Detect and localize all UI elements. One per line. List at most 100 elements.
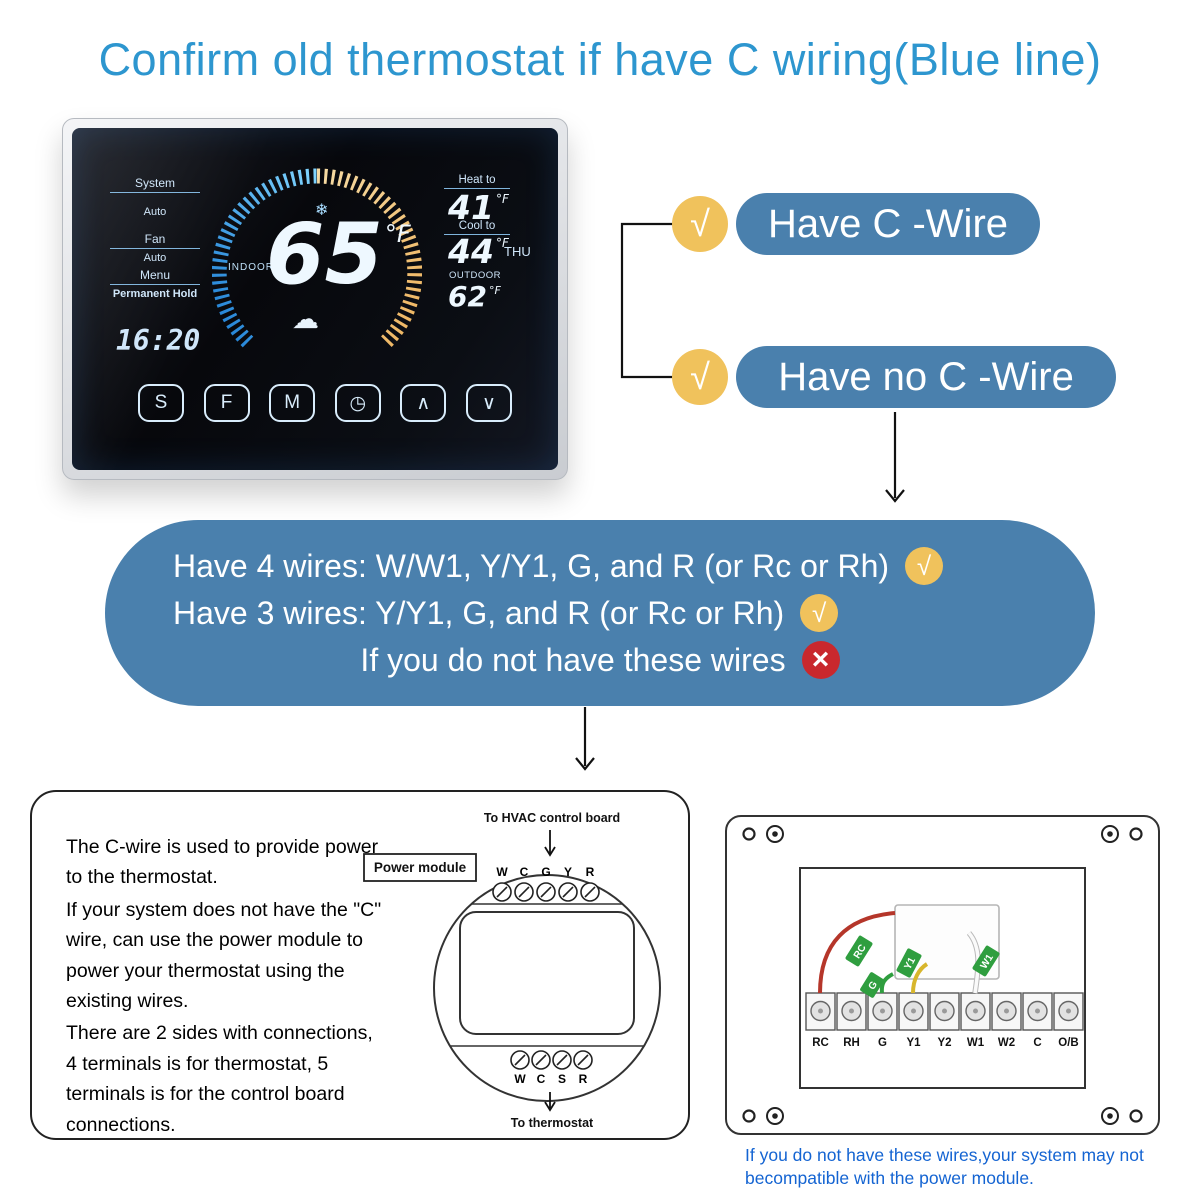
green-wire bbox=[879, 971, 894, 993]
board-label-w2: W2 bbox=[997, 1037, 1014, 1049]
terminal-label-y: Y bbox=[564, 865, 572, 879]
board-label-rc: RC bbox=[812, 1037, 829, 1049]
board-label-ob: O/B bbox=[1058, 1037, 1078, 1049]
cwire-paragraph-1: The C-wire is used to provide power to t… bbox=[66, 836, 379, 889]
compatibility-caption: If you do not have these wires,your syst… bbox=[745, 1145, 1144, 1189]
wires-row-4: Have 4 wires: W/W1, Y/Y1, G, and R (or R… bbox=[105, 547, 1095, 585]
arrow-down-icon bbox=[575, 707, 595, 771]
arrow-down-icon bbox=[544, 1092, 556, 1112]
chevron-down-icon: ∨ bbox=[465, 384, 512, 422]
menu-fan-label: Fan bbox=[110, 232, 200, 249]
terminal-label-s2: S bbox=[558, 1072, 566, 1086]
board-terminal-blocks bbox=[804, 991, 1084, 1031]
to-thermostat-label: To thermostat bbox=[511, 1116, 594, 1130]
wire-tag-y1: Y1 bbox=[896, 947, 921, 978]
main-temperature-value: 65 bbox=[266, 205, 383, 303]
check-icon: √ bbox=[905, 547, 944, 585]
menu-system-value: Auto bbox=[143, 206, 167, 218]
wire-tag-g: G bbox=[859, 971, 884, 998]
wires-decision-box: Have 4 wires: W/W1, Y/Y1, G, and R (or R… bbox=[105, 520, 1095, 706]
hvac-terminal-labels: W C G Y R bbox=[496, 865, 594, 879]
wires-row-3-text: Have 3 wires: Y/Y1, G, and R (or Rc or R… bbox=[173, 594, 785, 631]
terminal-label-g: G bbox=[541, 865, 550, 879]
module-inner-rect bbox=[459, 911, 635, 1035]
outdoor-temperature-value: 62 bbox=[448, 280, 487, 313]
menu-hold-label: Permanent Hold bbox=[112, 288, 198, 300]
terminal-label-c2: C bbox=[537, 1072, 546, 1086]
terminal-label-w: W bbox=[496, 865, 508, 879]
cross-icon: × bbox=[801, 641, 840, 679]
thermostat-screen: System Auto Fan Auto Menu Permanent Hold… bbox=[72, 128, 558, 470]
arrow-down-icon bbox=[544, 830, 556, 857]
option-have-no-c-wire: Have no C -Wire bbox=[736, 346, 1116, 408]
menu-fan-value: Auto bbox=[143, 252, 167, 264]
terminal-label-c: C bbox=[520, 865, 529, 879]
terminal-label-r: R bbox=[586, 865, 595, 879]
heat-to-label: Heat to bbox=[444, 174, 510, 189]
cwire-paragraph-3: There are 2 sides with connections, 4 te… bbox=[66, 1022, 373, 1136]
board-label-w1: W1 bbox=[966, 1037, 984, 1049]
yellow-wire bbox=[910, 961, 928, 993]
control-board-diagram: RC RH G Y1 Y2 W1 W2 C O/B RC G Y1 bbox=[741, 824, 1143, 1125]
control-board-panel: RC RH G Y1 Y2 W1 W2 C O/B RC G Y1 bbox=[725, 815, 1160, 1135]
cwire-paragraph-2: If your system does not have the "C" wir… bbox=[66, 898, 382, 1013]
cool-setpoint: 44°F bbox=[448, 232, 509, 271]
thermostat-terminal-labels: W C S R bbox=[514, 1072, 587, 1086]
corner-screw-icons bbox=[741, 824, 1143, 1125]
cool-setpoint-value: 44 bbox=[448, 232, 494, 271]
white-wire bbox=[967, 931, 980, 993]
power-module-diagram: To HVAC control board Power module W C G… bbox=[363, 811, 661, 1130]
check-icon: √ bbox=[800, 594, 839, 632]
check-icon: √ bbox=[672, 196, 728, 252]
thermostat-device: System Auto Fan Auto Menu Permanent Hold… bbox=[62, 118, 568, 480]
board-terminal-labels: RC RH G Y1 Y2 W1 W2 C O/B bbox=[812, 1037, 1079, 1049]
menu-menu-label: Menu bbox=[110, 268, 200, 285]
option-have-c-wire: Have C -Wire bbox=[736, 193, 1040, 255]
cool-setpoint-unit: °F bbox=[495, 236, 509, 251]
main-temperature-unit: °F bbox=[384, 220, 411, 249]
terminal-label-r2: R bbox=[579, 1072, 588, 1086]
menu-system-label: System bbox=[110, 176, 200, 193]
wires-row-4-text: Have 4 wires: W/W1, Y/Y1, G, and R (or R… bbox=[173, 547, 890, 584]
board-label-rh: RH bbox=[843, 1037, 860, 1049]
wire-tag-w1: W1 bbox=[972, 945, 999, 976]
thermostat-button-row: S F M ◷ ∧ ∨ bbox=[138, 384, 512, 422]
chevron-up-icon: ∧ bbox=[400, 384, 447, 422]
wires-row-none: If you do not have these wires × bbox=[105, 641, 1095, 679]
indoor-label: INDOOR bbox=[228, 262, 274, 273]
hvac-terminal-screws bbox=[492, 882, 600, 902]
power-module-label: Power module bbox=[374, 860, 467, 875]
board-label-g: G bbox=[878, 1037, 887, 1049]
cwire-explainer-text: The C-wire is used to provide power to t… bbox=[66, 832, 382, 1142]
wire-connector-box bbox=[893, 903, 1000, 980]
board-label-c: C bbox=[1033, 1037, 1041, 1049]
clock-icon: ◷ bbox=[334, 384, 381, 422]
time-display: 16:20 bbox=[116, 324, 201, 357]
cwire-explainer-panel: The C-wire is used to provide power to t… bbox=[30, 790, 690, 1140]
wire-tag-rc: RC bbox=[845, 935, 872, 966]
heat-setpoint-value: 41 bbox=[448, 188, 494, 227]
thermostat-terminal-screws bbox=[510, 1050, 593, 1070]
arrow-down-icon bbox=[885, 412, 905, 503]
outdoor-temperature: 62°F bbox=[448, 280, 501, 313]
board-label-y2: Y2 bbox=[937, 1037, 951, 1049]
check-icon: √ bbox=[672, 349, 728, 405]
bracket-connector-line bbox=[620, 222, 676, 379]
red-wire bbox=[817, 910, 895, 993]
snowflake-icon: ❄ bbox=[315, 202, 329, 219]
main-temperature: 65°F bbox=[266, 212, 411, 296]
wires-row-none-text: If you do not have these wires bbox=[360, 641, 786, 678]
day-of-week: THU bbox=[504, 244, 531, 259]
power-module-label-box bbox=[363, 853, 477, 882]
thermostat-button-f: F bbox=[203, 384, 250, 422]
page-title: Confirm old thermostat if have C wiring(… bbox=[98, 34, 1102, 85]
cool-to-label: Cool to bbox=[444, 220, 510, 235]
weather-cloud-icon: ☁ bbox=[292, 304, 319, 334]
heat-setpoint: 41°F bbox=[448, 188, 509, 227]
svg-text:Y1: Y1 bbox=[902, 955, 918, 971]
to-hvac-label: To HVAC control board bbox=[484, 811, 620, 825]
thermostat-button-m: M bbox=[269, 384, 316, 422]
outdoor-label: OUTDOOR bbox=[448, 270, 502, 281]
wires-row-3: Have 3 wires: Y/Y1, G, and R (or Rc or R… bbox=[105, 594, 1095, 632]
thermostat-button-s: S bbox=[138, 384, 184, 422]
